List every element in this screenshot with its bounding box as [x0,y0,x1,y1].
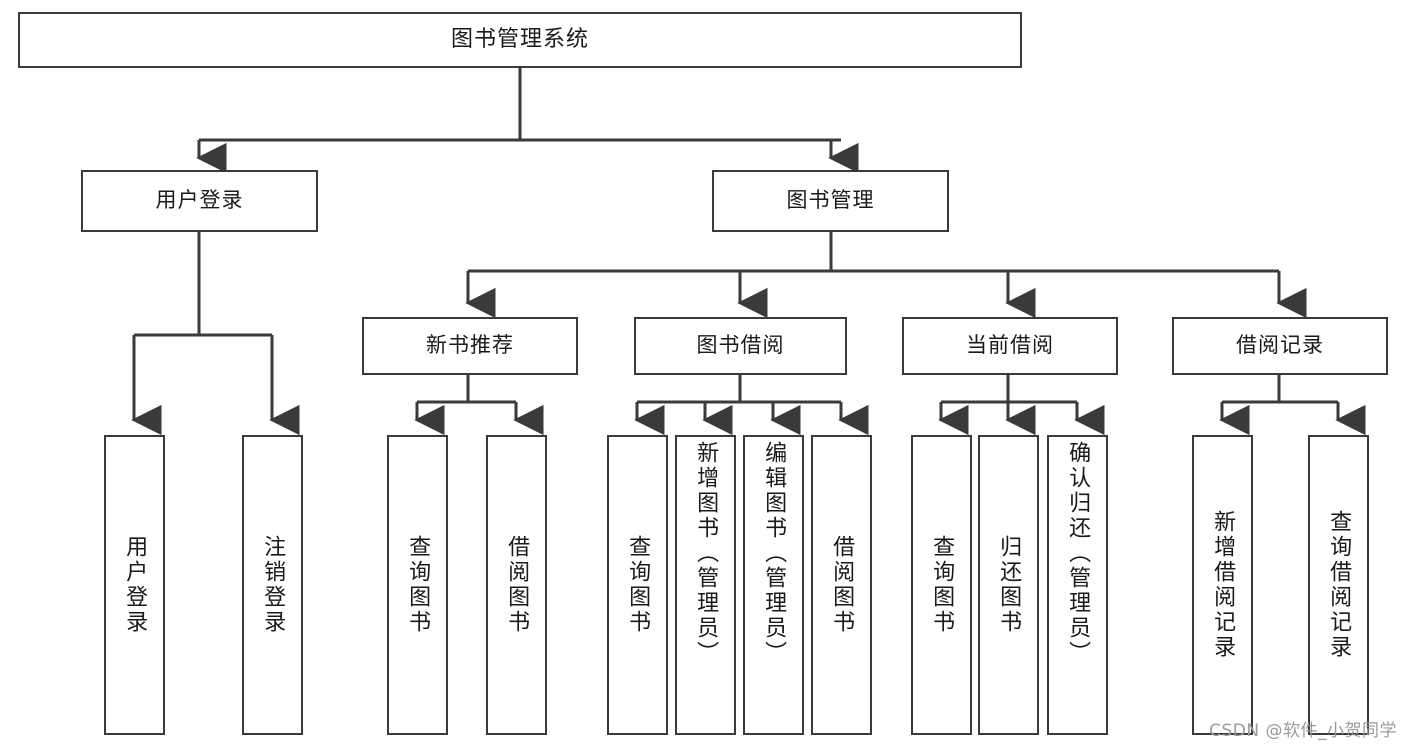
leaf-add-borrow-record[interactable]: 新增借阅记录 [1192,435,1253,735]
leaf-query-borrow-record[interactable]: 查询借阅记录 [1308,435,1369,735]
leaf-edit-book-admin[interactable]: 编辑图书（管理员） [743,435,804,735]
leaf-confirm-return-admin[interactable]: 确认归还（管理员） [1047,435,1108,735]
node-current-borrow[interactable]: 当前借阅 [902,317,1118,375]
leaf-borrow-book-recommend[interactable]: 借阅图书 [486,435,547,735]
leaf-query-book-borrow[interactable]: 查询图书 [607,435,668,735]
node-book-borrow[interactable]: 图书借阅 [634,317,847,375]
node-book-management[interactable]: 图书管理 [712,170,949,232]
node-borrow-record[interactable]: 借阅记录 [1172,317,1388,375]
leaf-add-book-admin[interactable]: 新增图书（管理员） [675,435,736,735]
leaf-borrow-book-borrow[interactable]: 借阅图书 [811,435,872,735]
leaf-query-book-current[interactable]: 查询图书 [911,435,972,735]
node-new-book-recommend[interactable]: 新书推荐 [362,317,578,375]
leaf-query-book-recommend[interactable]: 查询图书 [387,435,448,735]
watermark: CSDN @软件_小贺同学 [1209,721,1397,741]
node-user-login[interactable]: 用户登录 [81,170,318,232]
leaf-user-login[interactable]: 用户登录 [104,435,165,735]
leaf-user-logout[interactable]: 注销登录 [242,435,303,735]
leaf-return-book[interactable]: 归还图书 [978,435,1039,735]
node-root-book-management-system[interactable]: 图书管理系统 [18,12,1022,68]
